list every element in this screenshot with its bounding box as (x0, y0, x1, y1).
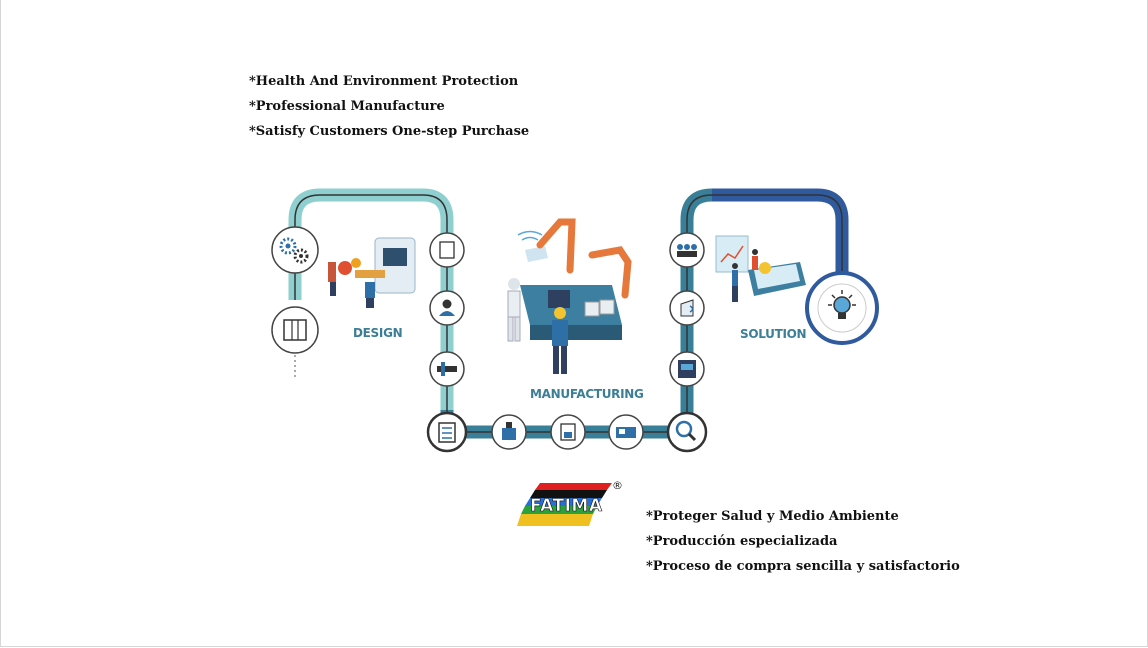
solution-node-1 (669, 232, 705, 268)
spanish-benefits-list: *Proteger Salud y Medio Ambiente *Produc… (646, 504, 960, 579)
blueprint-icon (283, 319, 307, 341)
mfg-node-1 (491, 414, 527, 450)
solution-node-2 (669, 290, 705, 326)
blueprint-node (271, 306, 319, 354)
benefit-health: *Health And Environment Protection (249, 74, 519, 89)
cnc-icon (616, 427, 636, 438)
benefit-purchase: *Satisfy Customers One-step Purchase (249, 124, 530, 139)
mfg-node-3 (608, 414, 644, 450)
mfg-node-2 (550, 414, 586, 450)
manufacturing-label: MANUFACTURING (530, 387, 644, 401)
beneficio-compra: *Proceso de compra sencilla y satisfacto… (646, 559, 960, 574)
caliper-icon (437, 366, 457, 372)
benefit-manufacture: *Professional Manufacture (249, 99, 445, 114)
beneficio-salud: *Proteger Salud y Medio Ambiente (646, 509, 899, 524)
beneficio-produccion: *Producción especializada (646, 534, 838, 549)
inspection-node (666, 411, 708, 453)
design-illustration (328, 237, 416, 308)
logo-text: FATIMA (530, 496, 603, 516)
registered-mark: ® (612, 479, 623, 492)
printer-icon (560, 423, 576, 441)
design-node-2 (429, 290, 465, 326)
solution-node-3 (669, 351, 705, 387)
solution-illustration (715, 235, 806, 302)
lightbulb-node (805, 271, 879, 345)
team-icon (677, 244, 697, 257)
manufacturing-illustration (507, 218, 632, 374)
checklist-node (426, 411, 468, 453)
fatima-logo: FATIMA ® (517, 479, 623, 526)
solution-label: SOLUTION (740, 327, 806, 341)
document-icon (439, 241, 455, 259)
design-node-1 (429, 232, 465, 268)
machine-icon (502, 428, 516, 440)
design-node-3 (429, 351, 465, 387)
english-benefits-list: *Health And Environment Protection *Prof… (249, 69, 529, 144)
gears-icon (279, 237, 309, 264)
engineer-icon (442, 299, 452, 309)
gears-node (271, 226, 319, 274)
magnifier-icon (675, 420, 693, 438)
checklist-icon (438, 422, 456, 443)
lightbulb-icon (828, 290, 856, 319)
design-label: DESIGN (353, 326, 402, 340)
